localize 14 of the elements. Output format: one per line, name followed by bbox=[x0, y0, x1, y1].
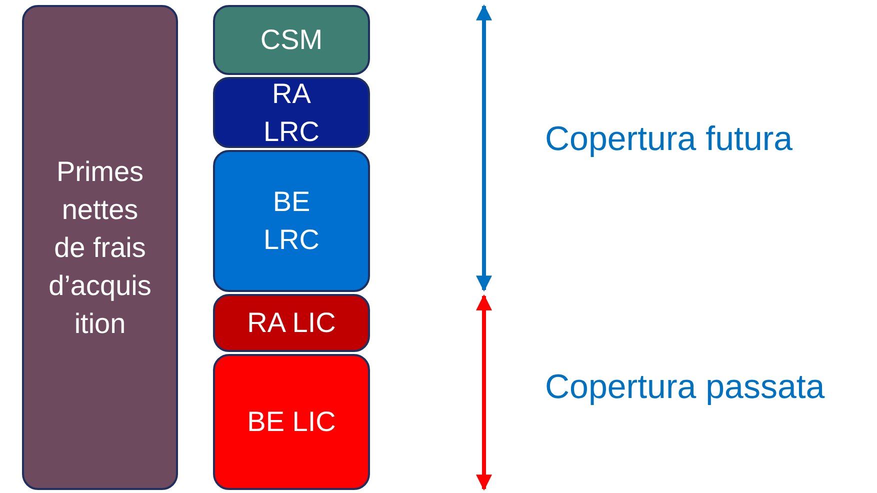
block-label: Primes nettes de frais d’acquisition bbox=[48, 154, 152, 340]
stack-block bbox=[22, 5, 178, 490]
stack-block bbox=[213, 354, 370, 490]
block-label: RA LIC bbox=[247, 306, 336, 340]
stack-block bbox=[213, 77, 370, 148]
block-label: RA LRC bbox=[262, 76, 320, 148]
coverage-label: Copertura futura bbox=[545, 120, 793, 159]
block-label: CSM bbox=[260, 23, 323, 57]
block-label: BE LRC bbox=[262, 185, 320, 257]
coverage-label: Copertura passata bbox=[545, 368, 825, 407]
stack-block bbox=[213, 150, 370, 292]
block-label: BE LIC bbox=[247, 405, 336, 439]
stack-block bbox=[213, 294, 370, 352]
stack-block bbox=[213, 5, 370, 75]
